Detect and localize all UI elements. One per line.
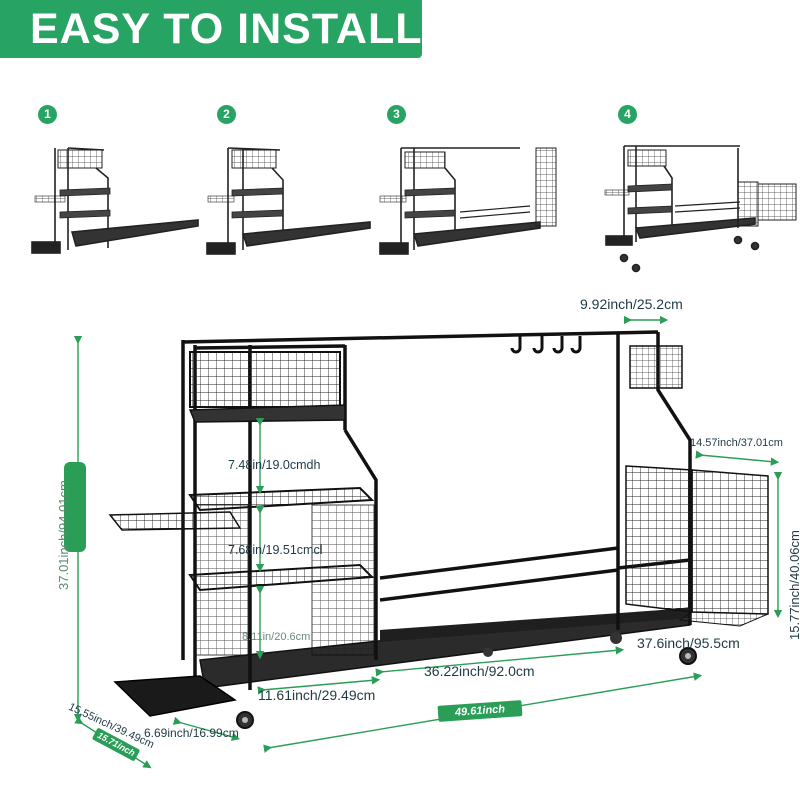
hook-width-label: 9.92inch/25.2cm — [580, 296, 683, 312]
shelf-gap-top-label: 7.48in/19.0cmdh — [228, 458, 321, 472]
step-1-badge: 1 — [38, 105, 57, 124]
step-4-illustration — [604, 145, 797, 273]
shelf-gap-mid-label: 7.68in/19.51cmcl — [228, 543, 323, 557]
depth-label: 37.6inch/95.5cm — [637, 635, 740, 651]
banner-title: EASY TO INSTALL — [30, 5, 423, 53]
basket-height-label: 15.77inch/40.06cm — [787, 530, 800, 640]
step-2-badge: 2 — [217, 105, 236, 124]
step-4-badge: 4 — [618, 105, 637, 124]
title-banner: EASY TO INSTALL — [0, 0, 422, 58]
shelf-gap-low-label: 8.11in/20.6cm — [242, 631, 311, 643]
tray-depth-label: 6.69inch/16.99cm — [144, 726, 239, 740]
step-2-illustration — [206, 147, 371, 255]
basket-width-label: 14.57inch/37.01cm — [690, 437, 783, 449]
step-3-illustration — [379, 147, 557, 255]
height-pill — [64, 462, 86, 552]
total-height-label: 37.01inch/94.01cm — [56, 480, 71, 590]
step-3-badge: 3 — [387, 105, 406, 124]
tower-width-label: 11.61inch/29.49cm — [258, 687, 376, 703]
base-width-label: 36.22inch/92.0cm — [424, 663, 535, 679]
step-1-illustration — [31, 147, 199, 254]
